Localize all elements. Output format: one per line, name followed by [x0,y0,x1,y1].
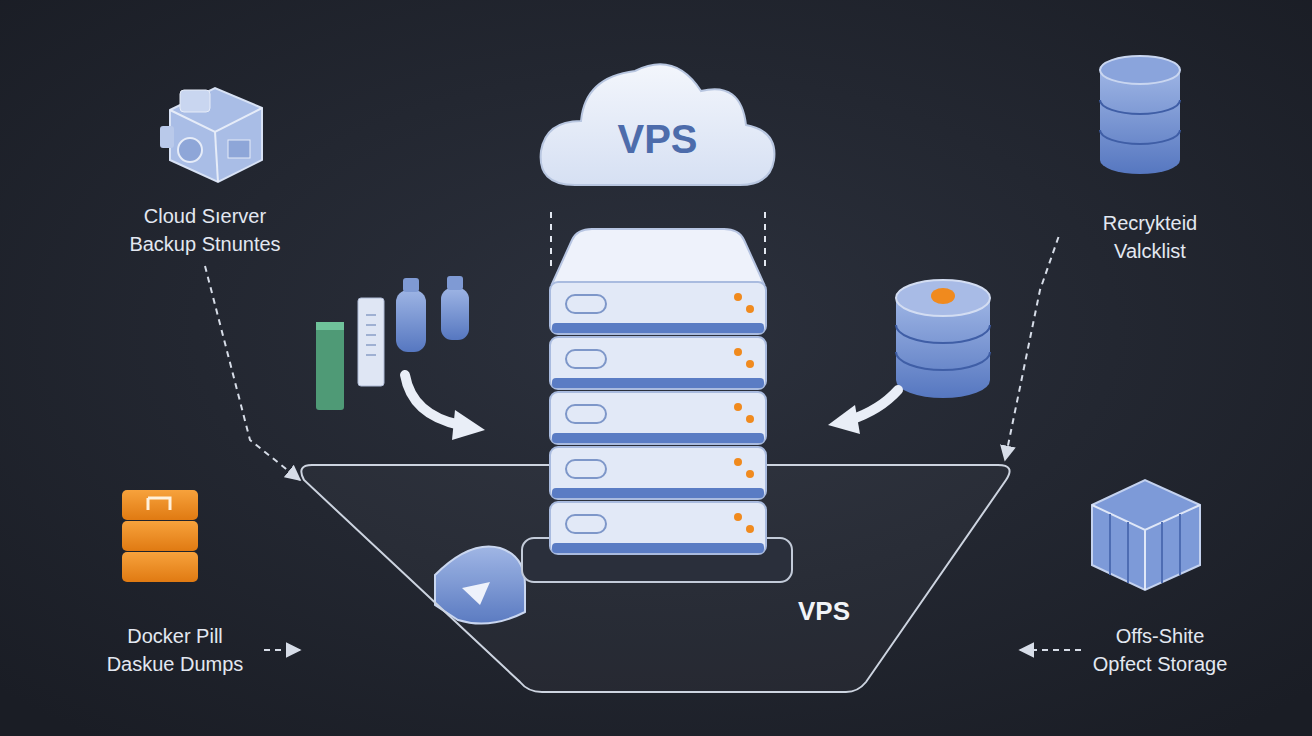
database-icon [1100,56,1180,174]
service-label: Cloud Sıerver Backup Stnuntes [118,198,293,262]
service-name: Recrykteid Valcklist [1067,209,1234,265]
service-label: Docker Pill Daskue Dumps [90,618,260,682]
dashed-connector [1005,237,1059,460]
dashed-connector [205,266,300,480]
dashed-connector [1020,649,1081,651]
service-name: Docker Pill Daskue Dumps [94,622,256,678]
dashed-connector [264,649,300,651]
service-name: Offs-Shite Opfect Storage [1089,622,1231,678]
platform-label: VPS [798,596,850,627]
backup-icon [160,88,262,182]
storage-cubes [1092,480,1200,590]
blacklist-cylinder [828,280,990,434]
cloud-node: VPS [535,45,780,190]
dump-boxes [122,490,198,582]
cloud-title: VPS [535,115,780,163]
service-label: Recrykteid Valcklist [1063,205,1238,269]
service-name: Cloud Sıerver Backup Stnuntes [122,202,289,258]
container-items [316,276,485,440]
service-label: Offs-Shite Opfect Storage [1085,618,1235,682]
